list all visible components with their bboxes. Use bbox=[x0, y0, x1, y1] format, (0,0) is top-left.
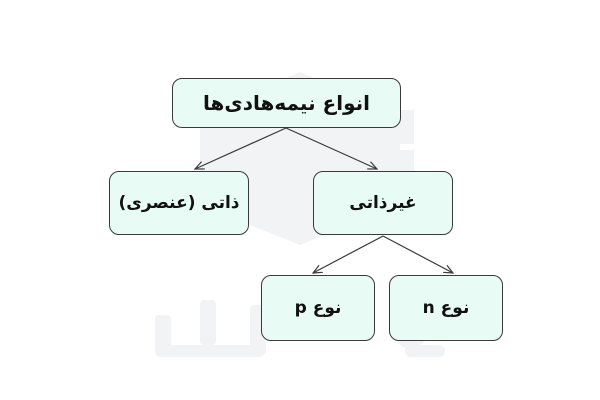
arrow-root-to-extrinsic bbox=[285, 127, 377, 169]
node-intrinsic: ذاتی (عنصری) bbox=[109, 171, 249, 235]
node-extrinsic: غیرذاتی bbox=[313, 171, 453, 235]
node-intrinsic-label: ذاتی (عنصری) bbox=[118, 193, 240, 213]
node-n-type-label: نوع n bbox=[422, 298, 470, 318]
node-root: انواع نیمه‌هادی‌ها bbox=[172, 78, 401, 128]
node-extrinsic-label: غیرذاتی bbox=[349, 193, 417, 213]
node-root-label: انواع نیمه‌هادی‌ها bbox=[203, 91, 370, 115]
arrow-extrinsic-to-ptype bbox=[313, 235, 384, 273]
arrow-extrinsic-to-ntype bbox=[382, 235, 453, 273]
node-n-type: نوع n bbox=[389, 275, 503, 341]
arrow-root-to-intrinsic bbox=[195, 127, 287, 169]
node-p-type-label: نوع p bbox=[294, 298, 342, 318]
node-p-type: نوع p bbox=[261, 275, 375, 341]
